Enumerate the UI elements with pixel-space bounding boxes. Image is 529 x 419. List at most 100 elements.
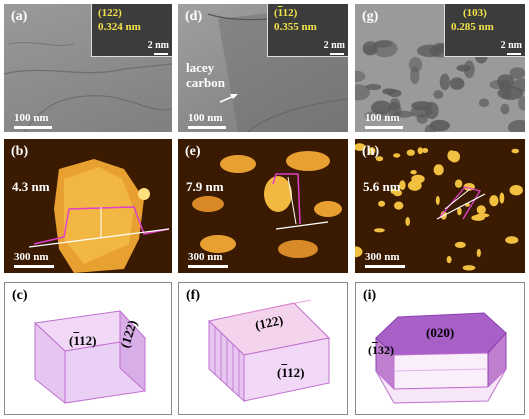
tem-flake xyxy=(433,90,444,99)
crystal-model-f xyxy=(207,299,331,403)
tem-flake xyxy=(449,77,465,90)
scalebar-d xyxy=(188,126,226,129)
afm-particle xyxy=(410,170,417,175)
afm-particle xyxy=(476,213,490,218)
afm-e-flakes xyxy=(192,151,342,258)
inset-d-spacing-a: 0.324 nm xyxy=(98,21,141,33)
afm-h-profile xyxy=(436,186,486,220)
afm-particle xyxy=(393,189,403,197)
tem-flake xyxy=(429,119,450,132)
tem-g-flakes xyxy=(355,39,525,132)
tem-flake xyxy=(502,91,512,100)
panel-label-b: (b) xyxy=(11,144,29,159)
panel-label-c: (c) xyxy=(12,288,28,303)
hrtem-inset-a: (122) 0.324 nm 2 nm xyxy=(91,4,172,57)
afm-particle xyxy=(411,174,425,184)
afm-particle xyxy=(406,149,415,156)
afm-particle xyxy=(375,156,384,162)
afm-particle xyxy=(446,256,452,264)
afm-particle xyxy=(509,185,523,196)
facet-label-c-top: (112) xyxy=(69,333,97,348)
inset-hkl-d: (112) xyxy=(274,7,298,19)
afm-particle xyxy=(355,143,366,151)
afm-particle xyxy=(489,195,499,207)
panel-c-model: (c) (112) (122) xyxy=(4,282,172,415)
panel-f-model: (f) (122) (112) xyxy=(178,282,348,415)
tem-flake xyxy=(355,70,366,82)
tem-flake xyxy=(416,113,428,124)
tem-flake xyxy=(363,45,375,55)
panel-label-f: (f) xyxy=(186,288,200,303)
height-label-h: 5.6 nm xyxy=(363,179,401,194)
panel-b-afm: (b) 4.3 nm 300 nm xyxy=(4,139,172,273)
inset-scale-g: 2 nm xyxy=(500,40,522,51)
scale-text-g: 100 nm xyxy=(365,112,400,124)
afm-particle xyxy=(462,265,476,271)
panel-label-i: (i) xyxy=(363,288,377,303)
tem-flake xyxy=(371,100,392,115)
afm-b-flake xyxy=(28,159,170,273)
afm-particle xyxy=(399,180,406,191)
panel-label-a: (a) xyxy=(11,9,28,24)
height-label-b: 4.3 nm xyxy=(12,179,50,194)
tem-flake xyxy=(408,57,423,73)
panel-label-h: (h) xyxy=(362,144,380,159)
tem-flake xyxy=(365,83,382,91)
tem-flake xyxy=(382,88,396,95)
tem-flake xyxy=(456,64,471,72)
afm-particle xyxy=(454,241,466,248)
hrtem-inset-g: (103) 0.285 nm 2 nm xyxy=(444,4,525,57)
scalebar-a xyxy=(14,126,52,129)
afm-particle xyxy=(457,207,462,216)
afm-particle xyxy=(447,150,456,161)
tem-a-texture xyxy=(4,42,172,132)
panel-label-g: (g) xyxy=(362,9,379,24)
afm-particle xyxy=(405,217,410,226)
panel-h-afm: (h) 5.6 nm 300 nm xyxy=(355,139,525,273)
panel-i-model: (i) (020) (132) xyxy=(355,282,525,415)
afm-particle xyxy=(476,248,481,258)
afm-particle xyxy=(417,147,423,155)
inset-d-spacing-d: 0.355 nm xyxy=(274,21,317,33)
afm-h-dots xyxy=(355,143,523,271)
afm-particle xyxy=(511,148,520,154)
afm-particle xyxy=(422,148,429,153)
tem-flake xyxy=(500,103,510,115)
scale-text-h: 300 nm xyxy=(365,251,400,263)
afm-particle xyxy=(435,195,440,205)
afm-particle xyxy=(378,200,386,207)
panel-d-tem: (d) (112) 0.355 nm 2 nm lacey carbon 100… xyxy=(178,4,348,132)
afm-particle xyxy=(390,188,396,194)
inset-d-spacing-g: 0.285 nm xyxy=(451,21,494,33)
tem-flake xyxy=(387,102,402,119)
inset-scalebar-d xyxy=(330,53,344,55)
tem-flake xyxy=(373,40,393,48)
afm-particle xyxy=(499,192,505,204)
hrtem-inset-d: (112) 0.355 nm 2 nm xyxy=(267,4,348,57)
afm-particle xyxy=(393,153,401,158)
facet-label-i-top: (020) xyxy=(426,325,455,340)
scalebar-g xyxy=(365,126,403,129)
arrow-lacey-d xyxy=(219,94,238,103)
afm-particle xyxy=(355,246,363,258)
tem-flake xyxy=(439,73,450,91)
afm-particle xyxy=(476,205,486,215)
afm-particle xyxy=(368,147,376,155)
scale-text-b: 300 nm xyxy=(14,251,49,263)
inset-scale-d: 2 nm xyxy=(323,40,345,51)
scalebar-h xyxy=(365,265,405,268)
afm-particle xyxy=(373,228,385,233)
inset-hkl-a: (122) xyxy=(98,7,122,19)
panel-label-e: (e) xyxy=(185,144,201,159)
inset-scalebar-a xyxy=(154,53,168,55)
height-label-e: 7.9 nm xyxy=(186,179,224,194)
panel-a-tem: (a) (122) 0.324 nm 2 nm 100 nm xyxy=(4,4,172,132)
afm-particle xyxy=(505,236,519,244)
lacey-carbon-note: lacey carbon xyxy=(186,60,225,90)
afm-particle xyxy=(454,179,463,188)
afm-particle xyxy=(394,201,404,210)
scale-text-a: 100 nm xyxy=(14,112,49,124)
scale-text-d: 100 nm xyxy=(188,112,223,124)
tem-flake xyxy=(509,67,525,80)
inset-hkl-g: (103) xyxy=(463,7,487,19)
